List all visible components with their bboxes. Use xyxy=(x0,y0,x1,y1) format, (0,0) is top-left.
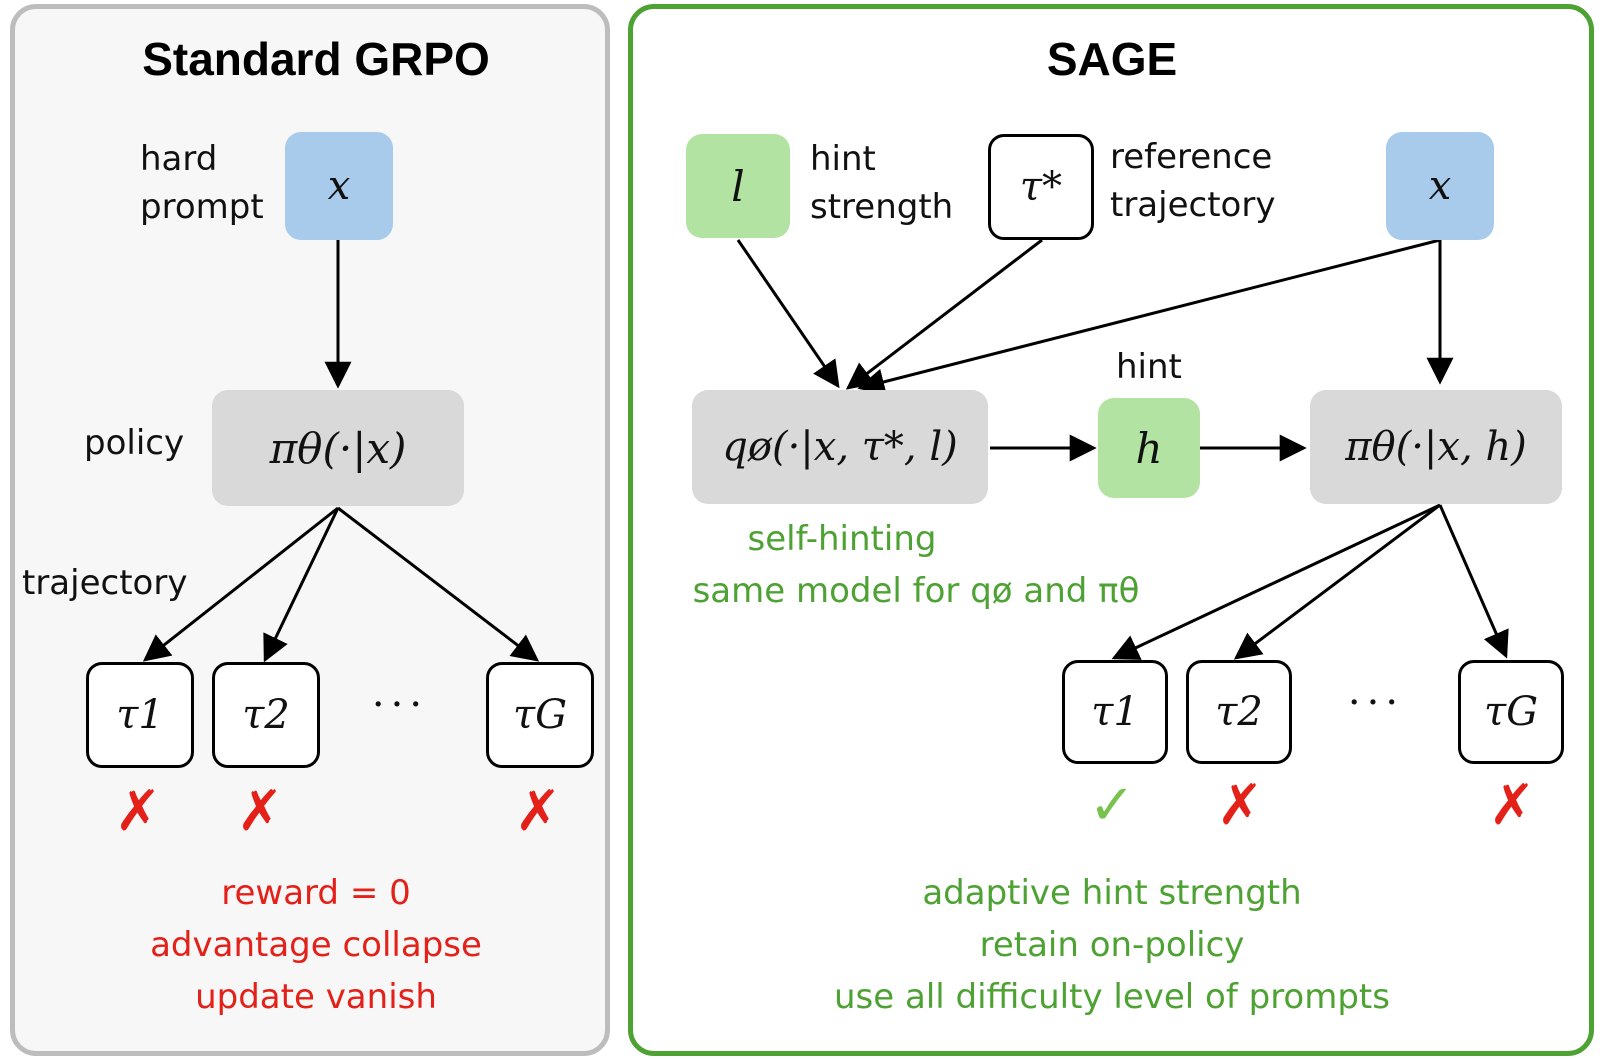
sage-policy-node-text: πθ(·|x, h) xyxy=(1345,424,1527,470)
hinter-node: qø(·|x, τ*, l) xyxy=(692,390,988,504)
sage-prompt-node-text: x xyxy=(1428,163,1452,209)
trajectory-node-1: τ1 xyxy=(86,662,194,768)
sage-fail-mark-G: ✗ xyxy=(1488,773,1536,838)
grpo-note-update: update vanish xyxy=(195,977,437,1017)
arrow-policy-to-tau2 xyxy=(263,507,340,663)
standard-grpo-title: Standard GRPO xyxy=(142,33,490,85)
prompt-node: x xyxy=(285,132,393,240)
sage-trajectory-node-G-text: τG xyxy=(1483,689,1539,735)
arrow-policy-right-to-tau2 xyxy=(1233,503,1441,660)
reference-trajectory-node-text: τ* xyxy=(1019,164,1063,210)
arrow-policy-to-tauG xyxy=(337,506,540,662)
sage-note-on-policy: retain on-policy xyxy=(979,925,1245,965)
arrow-prompt-to-hinter xyxy=(857,238,1441,396)
hard-prompt-label: hard prompt xyxy=(140,139,264,227)
fail-mark-G: ✗ xyxy=(514,779,562,844)
success-mark-1: ✓ xyxy=(1088,773,1136,838)
sage-fail-mark-2: ✗ xyxy=(1216,773,1264,838)
sage-note-adaptive: adaptive hint strength xyxy=(922,873,1302,913)
policy-node: πθ(·|x) xyxy=(212,390,464,506)
trajectory-ellipsis: ··· xyxy=(371,682,429,728)
grpo-note-reward: reward = 0 xyxy=(221,873,411,913)
trajectory-label: trajectory xyxy=(22,563,188,603)
sage-trajectory-node-1-text: τ1 xyxy=(1091,689,1139,735)
fail-mark-1: ✗ xyxy=(114,779,162,844)
hint-node-text: h xyxy=(1135,423,1163,473)
grpo-note-advantage: advantage collapse xyxy=(150,925,482,965)
sage-trajectory-node-G: τG xyxy=(1458,660,1564,764)
sage-trajectory-node-1: τ1 xyxy=(1062,660,1168,764)
trajectory-node-G-text: τG xyxy=(512,692,568,738)
sage-policy-node: πθ(·|x, h) xyxy=(1310,390,1562,504)
reference-trajectory-label: reference trajectory xyxy=(1110,137,1276,225)
sage-title: SAGE xyxy=(1046,33,1178,85)
arrow-reference-to-hinter xyxy=(845,238,1043,390)
policy-node-text: πθ(·|x) xyxy=(269,423,407,473)
hint-node: h xyxy=(1098,398,1200,498)
policy-label: policy xyxy=(84,423,185,463)
sage-trajectory-ellipsis: ··· xyxy=(1347,680,1405,726)
sage-trajectory-node-2: τ2 xyxy=(1186,660,1292,764)
arrow-policy-to-tau1 xyxy=(142,506,339,662)
hint-strength-node-text: l xyxy=(731,161,745,211)
sage-note-all-difficulty: use all difficulty level of prompts xyxy=(834,977,1390,1017)
arrow-policy-right-to-tauG xyxy=(1438,504,1509,659)
trajectory-node-2-text: τ2 xyxy=(242,692,290,738)
prompt-node-text: x xyxy=(327,163,351,209)
self-hinting-line-2: same model for qø and πθ xyxy=(692,571,1140,611)
sage-trajectory-node-2-text: τ2 xyxy=(1215,689,1263,735)
reference-trajectory-node: τ* xyxy=(988,134,1094,240)
hint-label: hint xyxy=(1116,347,1182,387)
arrow-hint-strength-to-hinter xyxy=(736,239,840,389)
trajectory-node-2: τ2 xyxy=(212,662,320,768)
hinter-node-text: qø(·|x, τ*, l) xyxy=(722,424,958,470)
self-hinting-line-1: self-hinting xyxy=(747,519,937,559)
arrow-policy-right-to-tau1 xyxy=(1111,503,1441,660)
trajectory-node-1-text: τ1 xyxy=(116,692,164,738)
hint-strength-label: hint strength xyxy=(810,139,954,227)
hint-strength-node: l xyxy=(686,134,790,238)
sage-prompt-node: x xyxy=(1386,132,1494,240)
trajectory-node-G: τG xyxy=(486,662,594,768)
fail-mark-2: ✗ xyxy=(236,779,284,844)
